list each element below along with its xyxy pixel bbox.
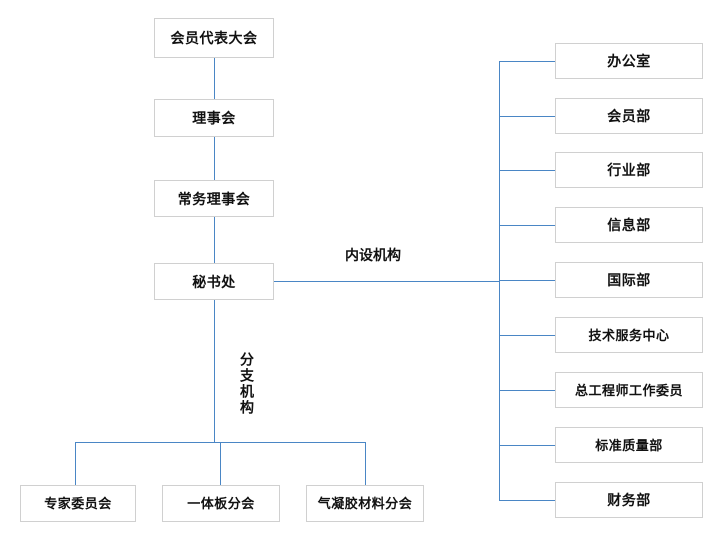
node-office[interactable]: 办公室 <box>555 43 703 79</box>
connector-drop-aerogel <box>365 442 366 485</box>
node-label: 技术服务中心 <box>588 327 670 343</box>
node-information-dept[interactable]: 信息部 <box>555 207 703 243</box>
node-industry-dept[interactable]: 行业部 <box>555 152 703 188</box>
node-expert-committee[interactable]: 专家委员会 <box>20 485 136 522</box>
node-label: 一体板分会 <box>187 496 255 511</box>
label-internal-departments: 内设机构 <box>341 246 405 264</box>
node-label: 标准质量部 <box>595 437 663 453</box>
connector-drop-panel <box>220 442 221 485</box>
node-label: 常务理事会 <box>177 190 251 207</box>
node-label: 总工程师工作委员 <box>574 382 683 398</box>
node-technical-service-center[interactable]: 技术服务中心 <box>555 317 703 353</box>
connector-stub-international <box>499 280 555 281</box>
node-aerogel-material-branch[interactable]: 气凝胶材料分会 <box>306 485 424 522</box>
node-label: 会员部 <box>607 108 651 124</box>
node-membership-dept[interactable]: 会员部 <box>555 98 703 134</box>
node-council[interactable]: 理事会 <box>154 99 274 137</box>
connector-stub-chief-engineer <box>499 390 555 391</box>
connector-secretariat-to-branch-bar <box>214 300 215 442</box>
node-standing-council[interactable]: 常务理事会 <box>154 180 274 217</box>
node-label: 会员代表大会 <box>170 30 258 46</box>
connector-stub-membership <box>499 116 555 117</box>
connector-standing-to-secretariat <box>214 217 215 263</box>
connector-stub-information <box>499 225 555 226</box>
node-label: 办公室 <box>607 53 651 69</box>
node-chief-engineer-committee[interactable]: 总工程师工作委员 <box>555 372 703 408</box>
node-label: 气凝胶材料分会 <box>317 496 413 511</box>
label-branch-organizations: 分支机构 <box>238 348 256 420</box>
connector-council-to-standing <box>214 137 215 180</box>
node-finance-dept[interactable]: 财务部 <box>555 482 703 518</box>
node-label: 国际部 <box>607 272 651 288</box>
connector-assembly-to-council <box>214 58 215 99</box>
node-label: 财务部 <box>607 492 651 508</box>
node-member-assembly[interactable]: 会员代表大会 <box>154 18 274 58</box>
node-secretariat[interactable]: 秘书处 <box>154 263 274 300</box>
connector-stub-techservice <box>499 335 555 336</box>
node-label: 理事会 <box>192 110 236 126</box>
connector-secretariat-to-internal-trunk <box>274 281 500 282</box>
connector-drop-expert <box>75 442 76 485</box>
node-label: 信息部 <box>607 217 651 233</box>
node-standard-quality-dept[interactable]: 标准质量部 <box>555 427 703 463</box>
node-label: 专家委员会 <box>44 496 112 511</box>
node-international-dept[interactable]: 国际部 <box>555 262 703 298</box>
node-label: 秘书处 <box>192 273 236 290</box>
connector-stub-standard-quality <box>499 445 555 446</box>
connector-stub-office <box>499 61 555 62</box>
node-label: 行业部 <box>607 162 651 178</box>
connector-stub-industry <box>499 170 555 171</box>
node-integrated-panel-branch[interactable]: 一体板分会 <box>162 485 280 522</box>
connector-stub-finance <box>499 500 555 501</box>
